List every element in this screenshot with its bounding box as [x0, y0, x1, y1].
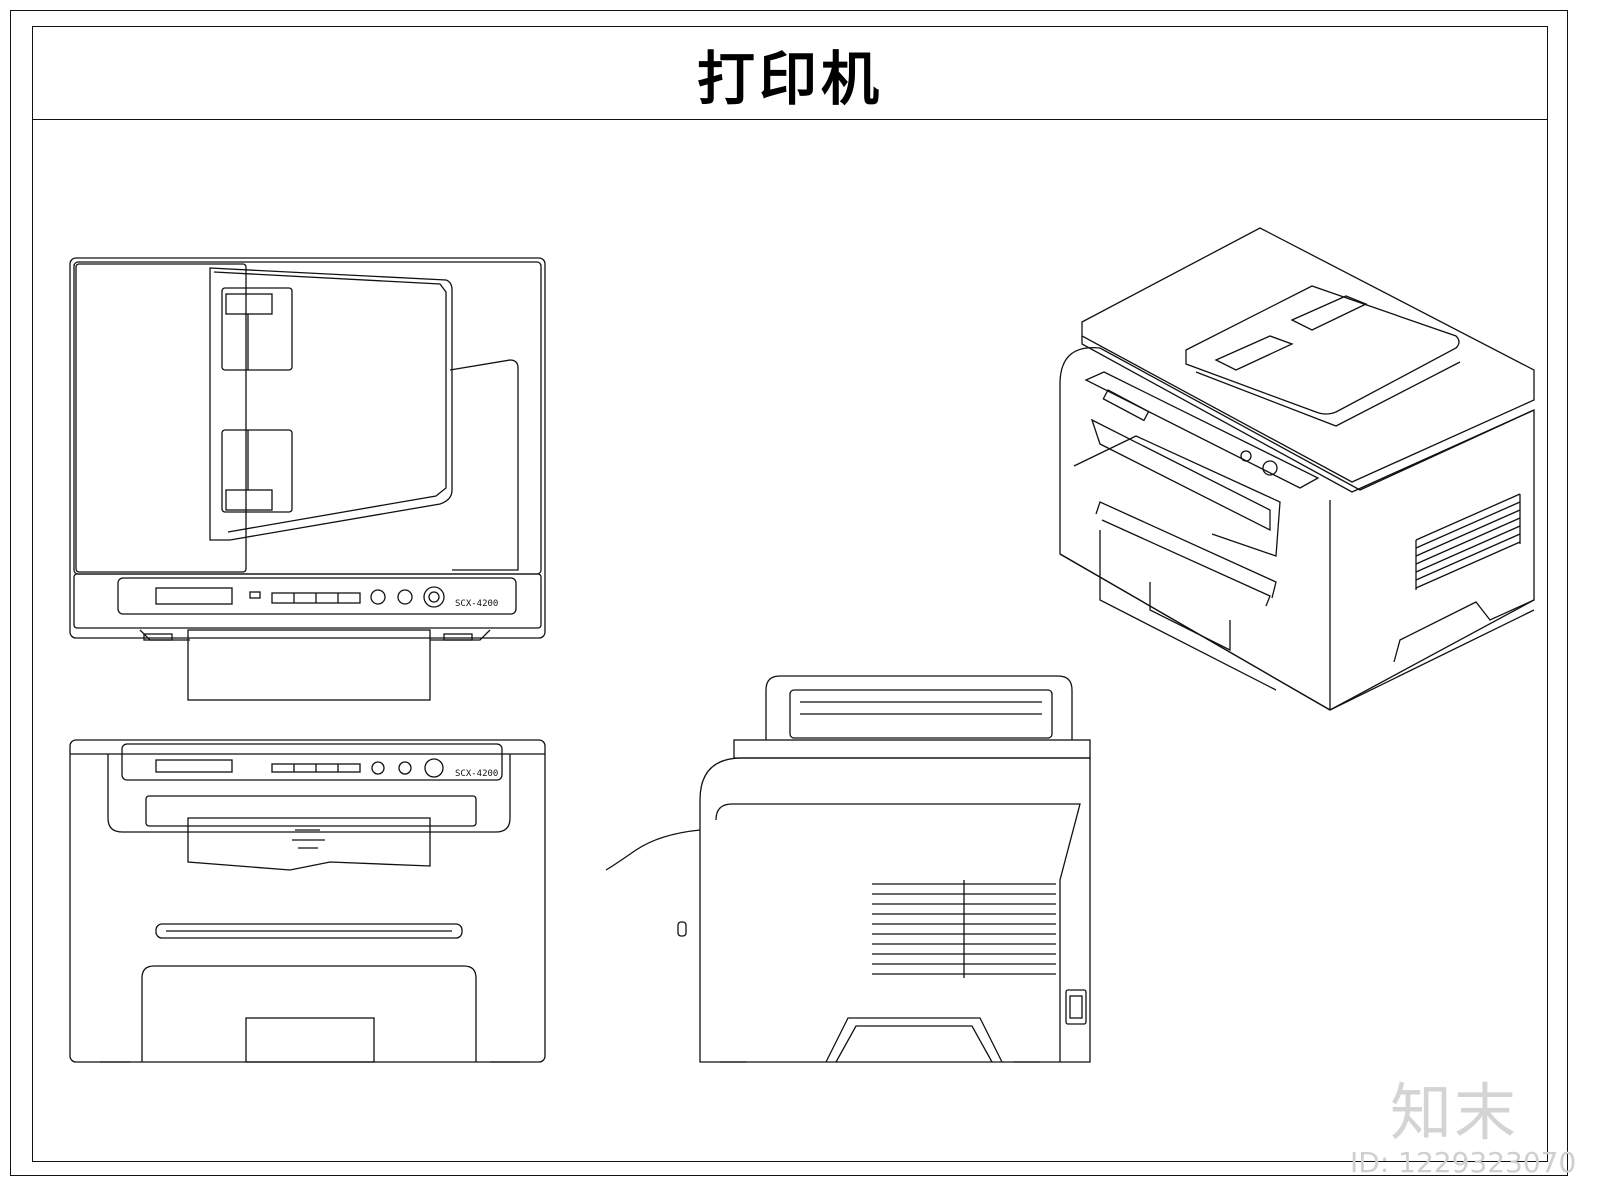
top-view: SCX-4200: [69, 257, 546, 701]
page-title: 打印机: [696, 45, 883, 113]
watermark-logo: 知末: [1390, 1076, 1519, 1149]
top-view-model-label: SCX-4200: [455, 599, 498, 609]
title-bar: 打印机: [32, 26, 1548, 120]
front-view-model-label: SCX-4200: [455, 769, 498, 779]
isometric-vents: [1415, 493, 1521, 590]
front-view: SCX-4200: [69, 739, 546, 1063]
outer-frame: [10, 10, 1568, 1176]
inner-frame: [32, 26, 1548, 1162]
watermark-id: ID: 1229323070: [1350, 1146, 1577, 1179]
isometric-view: [1059, 227, 1535, 711]
side-view: [605, 675, 1091, 1063]
side-vents: [872, 880, 1056, 978]
